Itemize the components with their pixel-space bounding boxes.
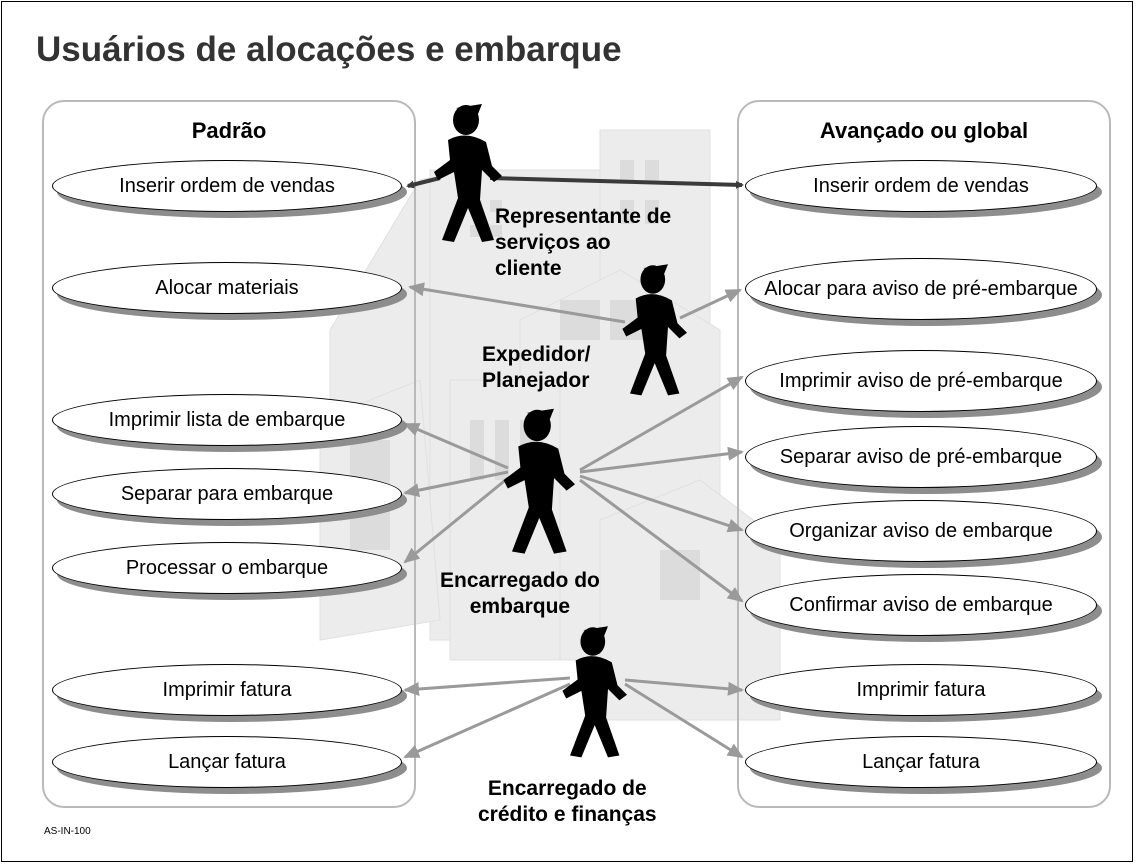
left-item-enter-sales-order[interactable]: Inserir ordem de vendas xyxy=(52,160,402,212)
advanced-panel-title: Avançado ou global xyxy=(819,118,1029,143)
arrow-finance-r-post xyxy=(624,682,744,759)
standard-panel-title: Padrão xyxy=(191,118,267,143)
left-item-print-pick-list[interactable]: Imprimir lista de embarque xyxy=(52,394,402,446)
standard-panel xyxy=(42,100,416,808)
left-item-pick-shipment[interactable]: Separar para embarque xyxy=(52,468,402,520)
arrow-clerk-r-organize xyxy=(579,474,744,533)
arrow-csr-right xyxy=(489,176,744,189)
person-figure-icon xyxy=(622,264,687,396)
right-item-confirm-ship[interactable]: Confirmar aviso de embarque xyxy=(745,574,1097,636)
left-item-post-invoice[interactable]: Lançar fatura xyxy=(52,736,402,788)
role-expediter: Expedidor/ Planejador xyxy=(482,342,591,394)
arrow-finance-r-print xyxy=(624,678,744,696)
arrow-clerk-r-pick xyxy=(579,446,744,474)
arrow-expediter-left xyxy=(408,282,626,324)
role-line: serviços ao xyxy=(495,231,611,254)
footer-code: AS-IN-100 xyxy=(44,826,91,837)
role-line: crédito e finanças xyxy=(478,803,657,826)
right-item-post-invoice[interactable]: Lançar fatura xyxy=(745,736,1097,788)
role-line: Expedidor/ xyxy=(482,343,591,366)
person-figure-icon xyxy=(503,408,575,554)
arrow-clerk-r-print xyxy=(579,375,744,472)
right-item-allocate-preship[interactable]: Alocar para aviso de pré-embarque xyxy=(745,258,1097,320)
left-item-allocate-materials[interactable]: Alocar materiais xyxy=(52,262,402,314)
role-line: Representante de xyxy=(495,205,672,228)
arrow-expediter-right xyxy=(679,288,742,320)
role-line: cliente xyxy=(495,257,562,280)
person-figure-icon xyxy=(434,104,502,242)
left-item-print-invoice[interactable]: Imprimir fatura xyxy=(52,664,402,716)
left-item-process-shipment[interactable]: Processar o embarque xyxy=(52,542,402,594)
role-shipping-clerk: Encarregado do embarque xyxy=(440,568,600,620)
right-item-print-invoice[interactable]: Imprimir fatura xyxy=(745,664,1097,716)
right-item-enter-sales-order[interactable]: Inserir ordem de vendas xyxy=(745,160,1097,212)
right-item-print-preship[interactable]: Imprimir aviso de pré-embarque xyxy=(745,350,1097,412)
arrow-clerk-r-confirm xyxy=(579,478,744,603)
arrow-clerk-process xyxy=(403,476,509,564)
arrow-finance-print xyxy=(403,676,571,696)
arrow-csr-left xyxy=(406,176,441,189)
role-customer-service: Representante de serviços ao cliente xyxy=(495,204,671,282)
page-title: Usuários de alocações e embarque xyxy=(36,30,622,69)
right-item-organize-ship[interactable]: Organizar aviso de embarque xyxy=(745,500,1097,562)
arrow-finance-post xyxy=(403,682,571,759)
arrow-clerk-print xyxy=(403,422,509,470)
person-figure-icon xyxy=(562,626,627,758)
role-line: embarque xyxy=(469,595,571,618)
role-line: Encarregado do xyxy=(440,569,600,592)
role-credit-finance: Encarregado de crédito e finanças xyxy=(478,776,657,828)
role-line: Planejador xyxy=(482,369,590,392)
role-line: Encarregado de xyxy=(487,777,647,800)
right-item-pick-preship[interactable]: Separar aviso de pré-embarque xyxy=(745,426,1097,488)
arrow-clerk-pick xyxy=(403,470,509,498)
